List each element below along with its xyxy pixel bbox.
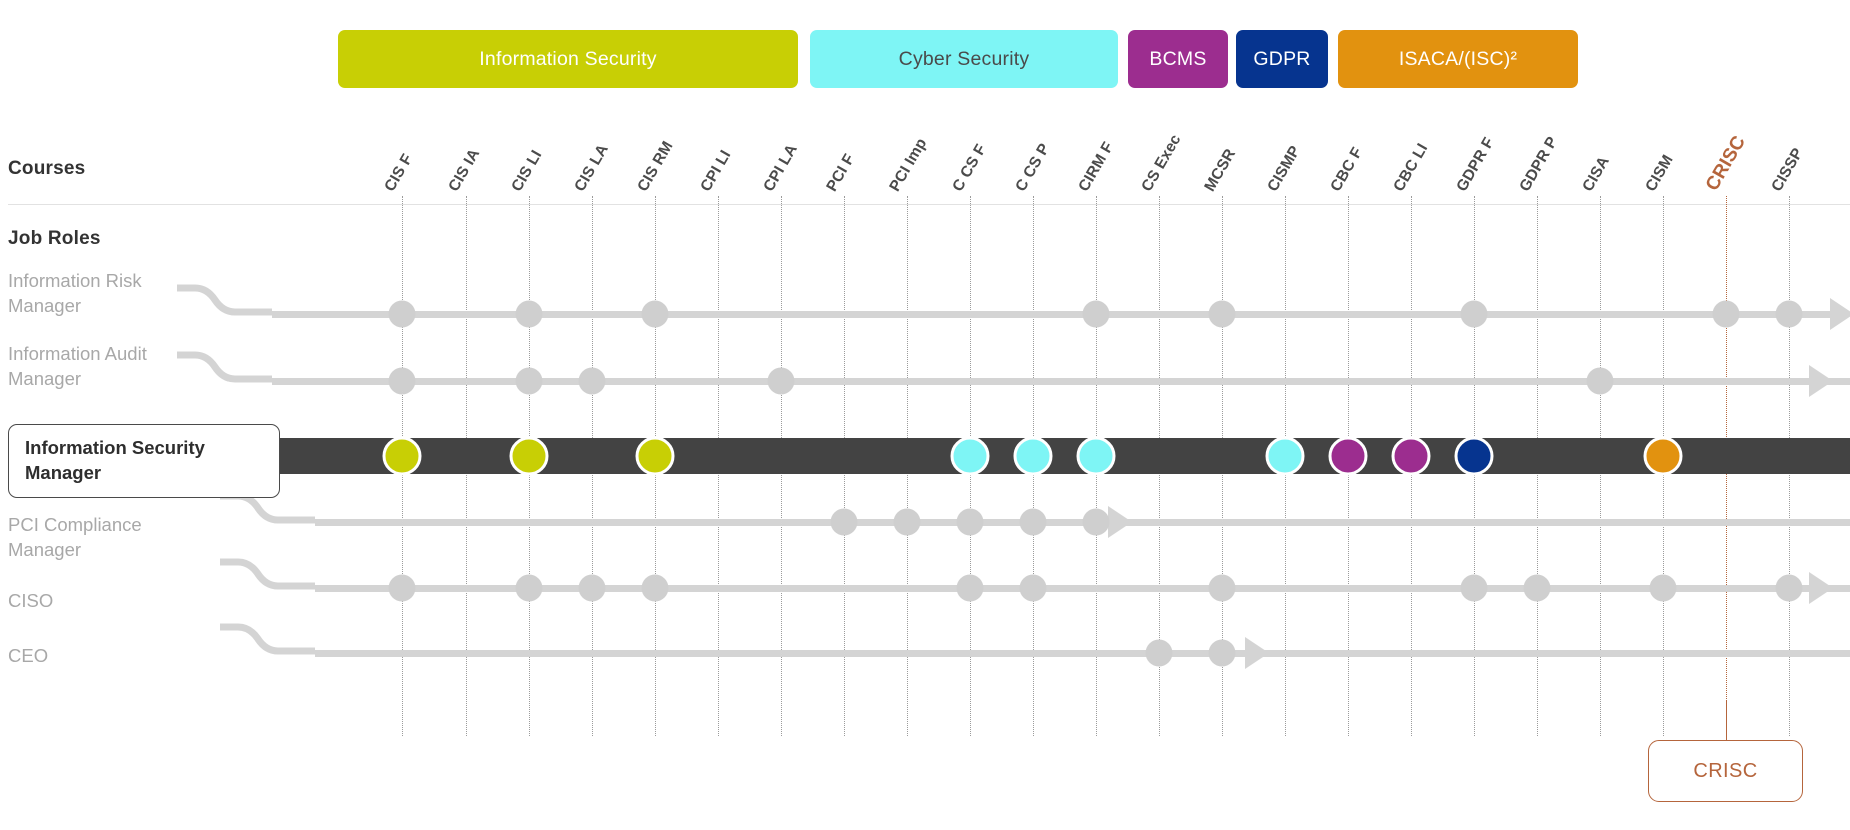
course-label-cis-ia: CIS IA [445,145,484,195]
column-guide-crisc-extension [1726,700,1727,748]
node-information-security-manager-cis-li[interactable] [509,436,549,476]
courses-heading: Courses [8,158,86,179]
row-lead-in-pci-compliance-manager [220,492,315,524]
row-track-ciso [315,585,1850,592]
node-ciso-cis-f[interactable] [388,574,416,602]
job-role-label-information-audit-manager[interactable]: Information Audit Manager [8,343,147,389]
course-label-mcsr: MCSR [1201,146,1240,195]
node-information-audit-manager-cpi-la[interactable] [767,367,795,395]
job-role-label-pci-compliance-manager[interactable]: PCI Compliance Manager [8,514,142,560]
job-roles-heading: Job Roles [8,228,101,249]
node-information-security-manager-cirm-f[interactable] [1076,436,1116,476]
category-button-cyber-security[interactable]: Cyber Security [810,30,1118,88]
node-information-audit-manager-cis-li[interactable] [515,367,543,395]
course-label-gdpr-p: GDPR P [1516,134,1562,195]
node-ciso-cis-li[interactable] [515,574,543,602]
node-information-security-manager-c-cs-f[interactable] [950,436,990,476]
course-label-cirm-f: CIRM F [1075,139,1118,195]
row-track-information-audit-manager [272,378,1850,385]
course-label-cis-f: CIS F [381,151,417,195]
course-label-c-cs-f: C CS F [949,141,990,195]
course-label-pci-f: PCI F [823,151,859,195]
course-label-pci-imp: PCI Imp [886,135,931,195]
node-ceo-cs-exec[interactable] [1145,639,1173,667]
crisc-callout-box[interactable]: CRISC [1648,740,1803,802]
course-label-cisa: CISA [1579,153,1613,195]
node-information-security-manager-cis-rm[interactable] [635,436,675,476]
job-role-label-information-risk-manager[interactable]: Information Risk Manager [8,270,142,316]
node-information-audit-manager-cis-f[interactable] [388,367,416,395]
course-label-cbc-li: CBC LI [1390,140,1432,195]
course-label-gdpr-f: GDPR F [1453,134,1498,195]
course-label-cissp: CISSP [1768,145,1807,195]
node-ciso-cissp[interactable] [1775,574,1803,602]
row-arrow-ceo [1245,637,1269,669]
node-ciso-c-cs-f[interactable] [956,574,984,602]
row-arrow-information-audit-manager [1809,365,1833,397]
course-label-cism: CISM [1642,152,1677,195]
node-ciso-cis-la[interactable] [578,574,606,602]
course-label-cis-rm: CIS RM [634,138,677,195]
category-button-gdpr[interactable]: GDPR [1236,30,1328,88]
node-pci-compliance-manager-cirm-f[interactable] [1082,508,1110,536]
course-label-layer: CIS F CIS IA CIS LI CIS LA CIS RM CPI LI CPI L… [0,105,1850,195]
node-information-risk-manager-gdpr-f[interactable] [1460,300,1488,328]
course-label-c-cs-p: C CS P [1012,140,1054,195]
row-lead-in-information-risk-manager [177,284,272,316]
course-label-cpi-la: CPI LA [760,141,801,195]
course-label-cis-li: CIS LI [508,147,546,195]
node-ciso-gdpr-p[interactable] [1523,574,1551,602]
course-label-crisc: CRISC [1701,132,1750,195]
node-ciso-c-cs-p[interactable] [1019,574,1047,602]
node-information-security-manager-cbc-li[interactable] [1391,436,1431,476]
row-track-ceo [315,650,1850,657]
node-information-risk-manager-cis-f[interactable] [388,300,416,328]
node-pci-compliance-manager-pci-f[interactable] [830,508,858,536]
node-ciso-cism[interactable] [1649,574,1677,602]
node-information-risk-manager-mcsr[interactable] [1208,300,1236,328]
row-lead-in-ceo [220,623,315,655]
course-label-cpi-li: CPI LI [697,147,735,195]
node-information-risk-manager-cis-li[interactable] [515,300,543,328]
node-information-risk-manager-cism[interactable] [1775,300,1803,328]
course-label-cismp: CISMP [1264,143,1304,195]
node-pci-compliance-manager-c-cs-p[interactable] [1019,508,1047,536]
node-information-security-manager-cbc-f[interactable] [1328,436,1368,476]
course-label-cbc-f: CBC F [1327,144,1367,195]
node-information-security-manager-c-cs-p[interactable] [1013,436,1053,476]
node-information-risk-manager-cis-rm[interactable] [641,300,669,328]
row-track-information-risk-manager [272,311,1830,318]
header-divider [8,204,1850,205]
row-arrow-information-risk-manager [1830,298,1850,330]
node-information-security-manager-cis-f[interactable] [382,436,422,476]
row-lead-in-ciso [220,558,315,590]
node-information-security-manager-gdpr-f[interactable] [1454,436,1494,476]
node-pci-compliance-manager-c-cs-f[interactable] [956,508,984,536]
node-ciso-gdpr-f[interactable] [1460,574,1488,602]
job-role-label-ciso[interactable]: CISO [8,590,54,611]
node-information-audit-manager-cisa[interactable] [1586,367,1614,395]
node-information-security-manager-cismp[interactable] [1265,436,1305,476]
node-ciso-mcsr[interactable] [1208,574,1236,602]
row-arrow-pci-compliance-manager [1108,506,1132,538]
course-label-cs-exec: CS Exec [1138,131,1185,195]
node-information-security-manager-cism[interactable] [1643,436,1683,476]
node-pci-compliance-manager-pci-imp[interactable] [893,508,921,536]
category-button-bcms[interactable]: BCMS [1128,30,1228,88]
category-button-information-security[interactable]: Information Security [338,30,798,88]
course-label-cis-la: CIS LA [571,141,612,195]
node-information-audit-manager-cis-la[interactable] [578,367,606,395]
job-role-label-text: Information Security Manager [25,437,205,483]
node-information-risk-manager-cirm-f[interactable] [1082,300,1110,328]
job-role-label-information-security-manager[interactable]: Information Security Manager [8,424,280,498]
row-arrow-ciso [1809,572,1833,604]
category-button-isaca-isc2[interactable]: ISACA/(ISC)² [1338,30,1578,88]
node-information-risk-manager-cisa[interactable] [1712,300,1740,328]
row-lead-in-information-audit-manager [177,351,272,383]
job-role-label-ceo[interactable]: CEO [8,645,49,666]
node-ceo-mcsr[interactable] [1208,639,1236,667]
node-ciso-cis-rm[interactable] [641,574,669,602]
